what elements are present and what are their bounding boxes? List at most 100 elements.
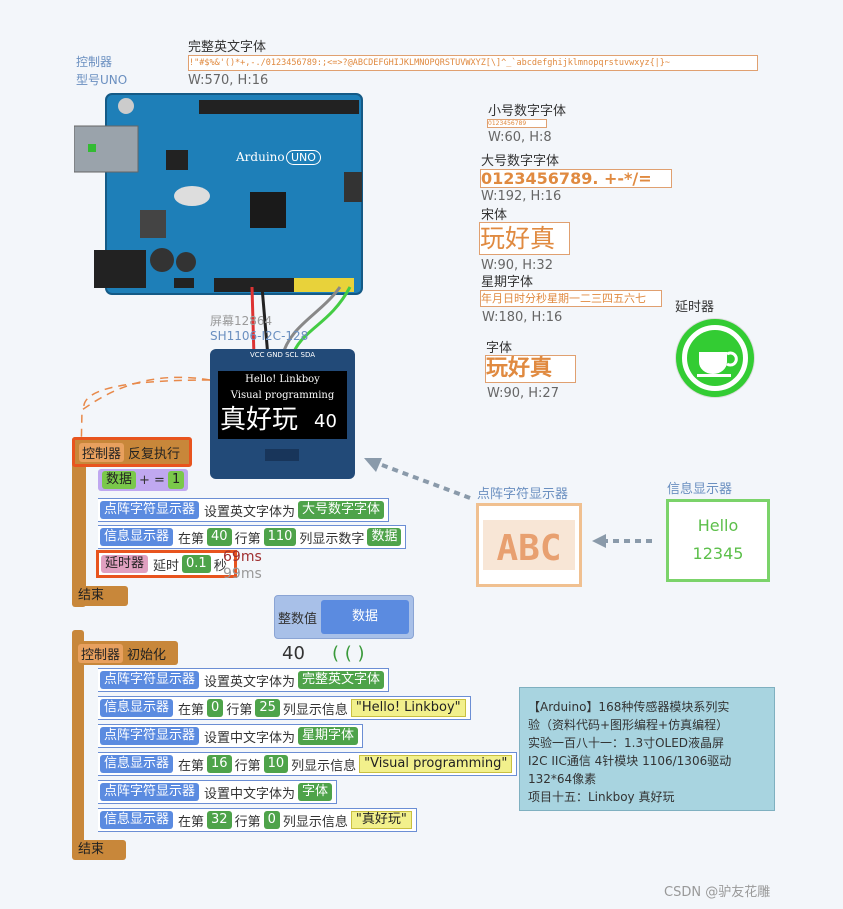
t1: 在第 xyxy=(178,758,205,774)
obj-delay[interactable]: 延时器 xyxy=(101,555,149,573)
watermark: CSDN @驴友花雕 xyxy=(664,885,771,900)
unit-label: 秒 xyxy=(213,558,227,574)
t3: 列显示信息 xyxy=(282,814,348,830)
init-row-4[interactable]: 信息显示器 在第 16 行第 10 列显示信息 "Visual programm… xyxy=(98,752,518,776)
obj-matrix[interactable]: 点阵字符显示器 xyxy=(100,727,200,745)
note-line: 132*64像素 xyxy=(528,772,597,786)
matrix-display[interactable]: ABC xyxy=(476,503,582,587)
t1: 在第 xyxy=(178,814,205,830)
matrix-label: 点阵字符显示器 xyxy=(477,487,569,502)
font-value[interactable]: 星期字体 xyxy=(298,727,359,745)
col-value[interactable]: 0 xyxy=(263,811,280,829)
row-value[interactable]: 16 xyxy=(207,755,232,773)
info-label: 信息显示器 xyxy=(667,482,733,497)
loop-row-2[interactable]: 点阵字符显示器 设置英文字体为 大号数字字体 xyxy=(98,498,390,522)
t2: 行第 xyxy=(234,814,261,830)
init-row-3[interactable]: 点阵字符显示器 设置中文字体为 星期字体 xyxy=(98,724,364,748)
loop-ctrl: 控制器 xyxy=(79,442,125,462)
note-line: 验（资料代码+图形编程+仿真编程） xyxy=(528,718,729,732)
info-display[interactable]: Hello 12345 xyxy=(666,499,770,582)
col-value[interactable]: 110 xyxy=(263,528,297,546)
row-value[interactable]: 32 xyxy=(207,811,232,829)
t1: 在第 xyxy=(178,531,205,547)
text-value[interactable]: "Visual programming" xyxy=(359,755,513,773)
week-sample[interactable]: 年月日时分秒星期一二三四五六七 xyxy=(480,290,662,307)
font-sample[interactable]: 玩好真 xyxy=(485,355,576,383)
week-size: W:180, H:16 xyxy=(482,310,563,325)
font-value[interactable]: 字体 xyxy=(298,783,333,801)
obj-info[interactable]: 信息显示器 xyxy=(100,699,174,717)
cup-icon[interactable] xyxy=(673,316,757,400)
init-title: 初始化 xyxy=(127,647,167,663)
init-spine xyxy=(72,630,84,850)
row-value[interactable]: 40 xyxy=(207,528,232,546)
small-digit-size: W:60, H:8 xyxy=(488,130,552,145)
add-value[interactable]: 1 xyxy=(167,471,185,489)
int-paren: ( ( ) xyxy=(332,643,365,664)
arduino-board[interactable] xyxy=(73,92,364,297)
full-font-sample[interactable]: !"#$%&'()*+,-./0123456789:;<=>?@ABCDEFGH… xyxy=(188,55,758,71)
int-var-block[interactable]: 整数值 数据 xyxy=(274,595,414,639)
font-value[interactable]: 完整英文字体 xyxy=(298,671,385,689)
flow-curve xyxy=(77,376,211,601)
controller-label: 控制器 xyxy=(76,55,113,69)
obj-matrix[interactable]: 点阵字符显示器 xyxy=(100,501,200,519)
loop-spine xyxy=(72,437,86,607)
text-value[interactable]: "真好玩" xyxy=(350,811,412,829)
init-header[interactable]: 控制器 初始化 xyxy=(72,641,178,665)
font-title: 字体 xyxy=(486,341,513,356)
loop-row-1[interactable]: 数据 + = 1 xyxy=(98,469,189,491)
song-title: 宋体 xyxy=(481,208,508,223)
data-value[interactable]: 数据 xyxy=(367,528,402,546)
big-digit-size: W:192, H:16 xyxy=(481,189,562,204)
full-font-title: 完整英文字体 xyxy=(188,40,267,55)
font-size: W:90, H:27 xyxy=(487,386,559,401)
act-label: 设置英文字体为 xyxy=(204,504,296,520)
init-row-6[interactable]: 信息显示器 在第 32 行第 0 列显示信息 "真好玩" xyxy=(98,808,417,832)
obj-info[interactable]: 信息显示器 xyxy=(100,528,174,546)
init-row-1[interactable]: 点阵字符显示器 设置英文字体为 完整英文字体 xyxy=(98,668,390,692)
op-label: + = xyxy=(139,472,165,488)
loop-row-3[interactable]: 信息显示器 在第 40 行第 110 列显示数字 数据 xyxy=(98,525,407,549)
timing-2: 99ms xyxy=(223,566,262,582)
screen-line2: Visual programming xyxy=(230,390,335,401)
var-data[interactable]: 数据 xyxy=(102,471,137,489)
note-line: I2C IIC通信 4针模块 1106/1306驱动 xyxy=(528,754,732,768)
info-line2: 12345 xyxy=(692,544,744,563)
font-value[interactable]: 大号数字字体 xyxy=(298,501,385,519)
int-value: 40 xyxy=(282,643,305,664)
board-uno: UNO xyxy=(286,150,321,165)
obj-info[interactable]: 信息显示器 xyxy=(100,755,174,773)
note-line: 实验一百八十一：1.3寸OLED液晶屏 xyxy=(528,736,725,750)
screen-label: 屏幕12864 xyxy=(210,314,273,328)
note-line: 项目十五：Linkboy 真好玩 xyxy=(528,790,675,804)
init-row-2[interactable]: 信息显示器 在第 0 行第 25 列显示信息 "Hello! Linkboy" xyxy=(98,696,471,720)
arrows xyxy=(364,458,652,548)
text-value[interactable]: "Hello! Linkboy" xyxy=(350,699,466,717)
row-value[interactable]: 0 xyxy=(207,699,224,717)
song-sample[interactable]: 玩好真 xyxy=(479,222,570,255)
t2: 行第 xyxy=(226,702,253,718)
obj-info[interactable]: 信息显示器 xyxy=(100,811,174,829)
delay-value[interactable]: 0.1 xyxy=(182,555,211,573)
info-line1: Hello xyxy=(697,516,739,535)
full-font-size: W:570, H:16 xyxy=(188,73,269,88)
screen-model: SH1106-I2C-128 xyxy=(210,329,309,343)
oled-module[interactable]: VCC GND SCL SDA Hello! Linkboy Visual pr… xyxy=(210,349,355,479)
screen-line1: Hello! Linkboy xyxy=(245,374,320,385)
controller-model: 型号UNO xyxy=(76,73,128,87)
big-digit-sample[interactable]: 0123456789. +-*/= xyxy=(480,169,672,188)
init-row-5[interactable]: 点阵字符显示器 设置中文字体为 字体 xyxy=(98,780,338,804)
loop-header[interactable]: 控制器 反复执行 xyxy=(72,437,192,467)
small-digit-sample[interactable]: 0123456789 xyxy=(487,119,547,128)
screen-number: 40 xyxy=(314,411,337,432)
col-value[interactable]: 10 xyxy=(263,755,289,773)
col-value[interactable]: 25 xyxy=(255,699,280,717)
loop-row-4[interactable]: 延时器 延时 0.1 秒 xyxy=(96,550,237,578)
init-end: 结束 xyxy=(72,840,126,860)
obj-matrix[interactable]: 点阵字符显示器 xyxy=(100,671,200,689)
obj-matrix[interactable]: 点阵字符显示器 xyxy=(100,783,200,801)
t2: 行第 xyxy=(234,758,261,774)
week-title: 星期字体 xyxy=(481,275,534,290)
svg-text:ABC: ABC xyxy=(496,528,561,569)
